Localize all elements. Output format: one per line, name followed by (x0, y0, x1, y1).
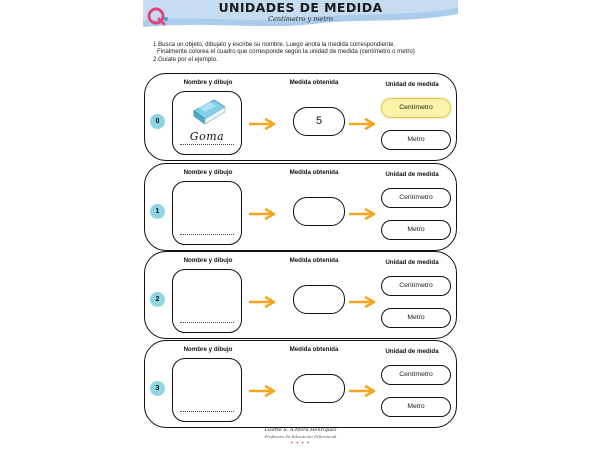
measure-box[interactable] (293, 285, 345, 314)
writing-line (180, 322, 234, 323)
footer-signature: Lisette S. A.Mora Henríquez Profesora de… (143, 427, 458, 445)
exercise-card-2: Nombre y dibujo Medida obtenida Unidad d… (144, 251, 457, 339)
exercise-card-3: Nombre y dibujo Medida obtenida Unidad d… (144, 340, 457, 428)
column-header-unidad: Unidad de medida (385, 171, 439, 178)
writing-line (180, 234, 234, 235)
column-header-unidad: Unidad de medida (385, 259, 439, 266)
arrow-right-icon (349, 208, 376, 220)
unit-option-metro[interactable]: Metro (381, 130, 451, 150)
column-header-nombre: Nombre y dibujo (183, 79, 233, 86)
instruction-line-1: 1.Busca un objeto, dibujalo y escribe su… (153, 41, 396, 48)
page-title: UNIDADES DE MEDIDA (218, 0, 383, 15)
column-header-unidad: Unidad de medida (385, 348, 439, 355)
column-header-nombre: Nombre y dibujo (183, 169, 233, 176)
unit-option-centimetro[interactable]: Centímetro (381, 188, 451, 208)
writing-line (180, 411, 234, 412)
page-subtitle: Centímetro y metro (268, 15, 333, 23)
arrow-right-icon (349, 118, 376, 130)
column-header-medida: Medida obtenida (289, 346, 339, 353)
unit-option-metro[interactable]: Metro (381, 308, 451, 328)
instructions: 1.Busca un objeto, dibujalo y escribe su… (153, 41, 453, 63)
worksheet-page: UNIDADES DE MEDIDA Centímetro y metro 1.… (143, 0, 458, 450)
measure-box[interactable] (293, 197, 345, 226)
q-logo-icon (147, 7, 168, 26)
column-header-medida: Medida obtenida (289, 79, 339, 86)
header-banner: UNIDADES DE MEDIDA Centímetro y metro (143, 0, 458, 33)
row-number-badge: 3 (150, 381, 165, 396)
drawing-box[interactable] (172, 269, 242, 333)
row-number-badge: 0 (150, 114, 165, 129)
drawing-box[interactable] (172, 181, 242, 245)
column-header-medida: Medida obtenida (289, 257, 339, 264)
row-number-badge: 1 (150, 204, 165, 219)
drawing-box[interactable] (172, 358, 242, 422)
eraser-icon (193, 99, 226, 125)
hearts-decoration-icon: ♥ ♥ ♥ ♥ (290, 440, 311, 445)
column-header-nombre: Nombre y dibujo (183, 257, 233, 264)
drawing-box[interactable]: Goma (172, 91, 242, 155)
writing-line (180, 144, 234, 145)
arrow-right-icon (249, 118, 276, 130)
unit-option-centimetro[interactable]: Centímetro (381, 365, 451, 385)
header-wave (143, 0, 458, 27)
arrow-right-icon (349, 296, 376, 308)
measure-box[interactable] (293, 374, 345, 403)
instruction-line-2: Finalmente colorea el cuadro que corresp… (157, 48, 415, 56)
author-name: Lisette S. A.Mora Henríquez (264, 427, 337, 433)
arrow-right-icon (349, 385, 376, 397)
exercise-card-0: Nombre y dibujo Medida obtenida Unidad d… (144, 73, 457, 161)
author-role: Profesora de Educación Diferencial (264, 434, 337, 439)
unit-option-metro[interactable]: Metro (381, 220, 451, 240)
instruction-line-3: 2.Guiate por el ejemplo. (153, 55, 218, 63)
unit-option-metro[interactable]: Metro (381, 397, 451, 417)
unit-option-centimetro[interactable]: Centímetro (381, 276, 451, 296)
object-name-text: Goma (189, 130, 225, 143)
column-header-nombre: Nombre y dibujo (183, 346, 233, 353)
column-header-medida: Medida obtenida (289, 169, 339, 176)
measure-box[interactable]: 5 (293, 107, 345, 136)
arrow-right-icon (249, 208, 276, 220)
column-header-unidad: Unidad de medida (385, 81, 439, 88)
exercise-card-1: Nombre y dibujo Medida obtenida Unidad d… (144, 163, 457, 251)
unit-option-centimetro[interactable]: Centímetro (381, 98, 451, 118)
arrow-right-icon (249, 296, 276, 308)
arrow-right-icon (249, 385, 276, 397)
row-number-badge: 2 (150, 292, 165, 307)
